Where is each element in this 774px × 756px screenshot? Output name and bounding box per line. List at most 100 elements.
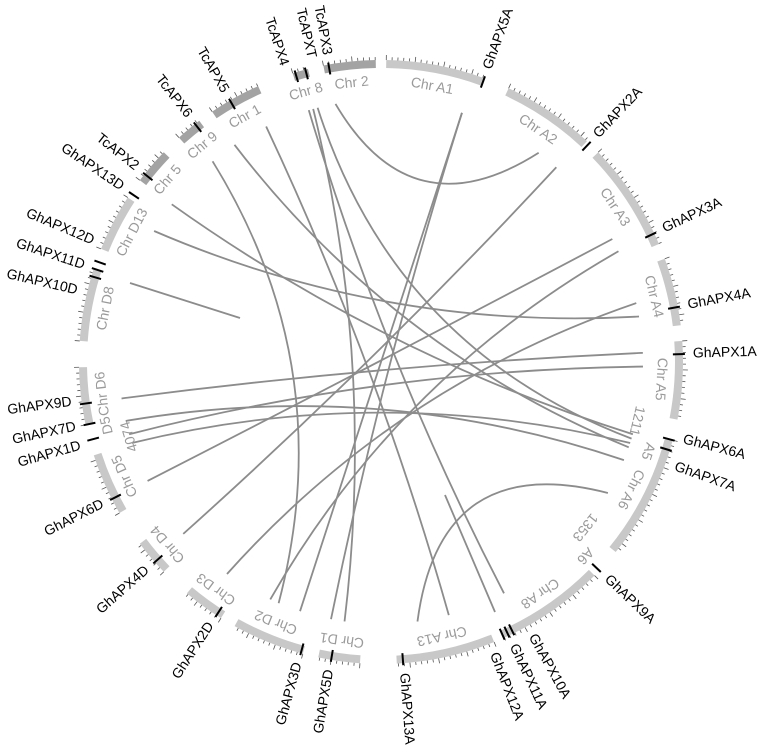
chromosome-band-chr-9	[178, 120, 205, 144]
gap-label: 4074	[116, 419, 140, 454]
tick-mark	[648, 219, 654, 223]
gene-label-tcapx4: TcAPX4	[262, 15, 293, 68]
tick-mark	[581, 587, 585, 590]
tick-mark	[148, 164, 151, 167]
chromosome-band-chr-2	[323, 60, 376, 74]
tick-mark	[628, 534, 632, 537]
gap-label: D5	[96, 415, 116, 436]
tick-mark	[194, 120, 198, 123]
tick-mark	[539, 618, 543, 622]
gene-label-ghapx9d: GhAPX9D	[6, 393, 72, 417]
tick-mark	[296, 652, 298, 656]
tick-mark	[96, 470, 100, 473]
tick-mark	[482, 646, 485, 650]
tick-mark	[580, 131, 585, 137]
tick-mark	[111, 502, 115, 505]
tick-mark	[181, 131, 184, 134]
tick-mark	[585, 137, 588, 140]
gene-label-ghapx7a: GhAPX7A	[673, 458, 739, 495]
synteny-link	[171, 203, 634, 436]
tick-mark	[635, 524, 639, 527]
tick-mark	[219, 102, 223, 106]
gene-label-ghapx3d: GhAPX3D	[272, 660, 305, 727]
tick-mark	[208, 107, 213, 112]
tick-mark	[677, 302, 681, 304]
tick-mark	[98, 476, 102, 479]
tick-mark	[449, 655, 452, 660]
chromosome-label: Chr D1	[319, 630, 365, 652]
gene-label-ghapx5d: GhAPX5D	[310, 668, 336, 734]
tick-mark	[632, 529, 635, 532]
tick-mark	[668, 268, 672, 271]
tick-mark	[153, 562, 157, 566]
tick-mark	[102, 236, 106, 239]
gap-label: 1353	[569, 511, 601, 545]
tick-mark	[140, 549, 145, 554]
gene-marker	[109, 493, 122, 501]
tick-mark	[432, 61, 434, 65]
tick-mark	[643, 210, 647, 213]
tick-mark	[190, 597, 193, 601]
tick-mark	[460, 67, 462, 71]
tick-mark	[81, 305, 85, 307]
tick-mark	[118, 205, 122, 208]
tick-mark	[246, 633, 249, 639]
gene-marker	[508, 624, 516, 636]
tick-mark	[449, 64, 451, 68]
gene-marker	[228, 98, 236, 110]
tick-mark	[82, 299, 86, 302]
gene-marker	[581, 141, 592, 152]
gap-label: A5	[638, 441, 659, 463]
tick-mark	[460, 653, 463, 657]
gene-marker	[401, 653, 405, 666]
tick-mark	[157, 567, 161, 570]
tick-mark	[256, 83, 259, 87]
gene-marker	[214, 606, 223, 618]
tick-mark	[81, 418, 85, 421]
tick-mark	[659, 478, 663, 481]
tick-mark	[241, 630, 244, 634]
tick-mark	[113, 215, 117, 218]
tick-mark	[625, 538, 629, 542]
tick-mark	[217, 617, 222, 623]
tick-mark	[185, 594, 189, 597]
tick-mark	[572, 594, 577, 600]
gene-marker	[667, 305, 681, 310]
tick-mark	[438, 658, 440, 664]
tick-mark	[646, 504, 650, 507]
chromosome-band-chr-d4	[139, 538, 170, 572]
tick-mark	[297, 68, 299, 72]
tick-mark	[279, 646, 282, 650]
tick-mark	[651, 226, 655, 229]
tick-mark	[641, 514, 645, 517]
chromosome-label: Chr 8	[287, 79, 324, 104]
synteny-links	[121, 103, 643, 622]
tick-mark	[630, 190, 634, 194]
tick-mark	[667, 456, 671, 459]
tick-mark	[528, 96, 532, 100]
tick-mark	[273, 644, 276, 650]
tick-mark	[78, 310, 84, 313]
tick-mark	[663, 467, 669, 470]
tick-mark	[601, 154, 605, 157]
chromosome-label: Chr 2	[334, 72, 370, 92]
tick-mark	[234, 92, 238, 97]
tick-mark	[548, 108, 552, 112]
tick-mark	[638, 519, 643, 523]
tick-mark	[549, 612, 554, 617]
tick-mark	[105, 231, 109, 234]
tick-mark	[245, 88, 248, 92]
gene-label-ghapx13a: GhAPX13A	[397, 672, 418, 745]
tick-mark	[322, 60, 324, 66]
tick-mark	[621, 543, 627, 548]
tick-mark	[477, 647, 480, 652]
tick-mark	[666, 262, 670, 265]
tick-mark	[290, 650, 293, 654]
tick-mark	[465, 69, 468, 73]
synteny-link	[233, 144, 630, 449]
gene-marker	[83, 421, 96, 427]
tick-mark	[670, 273, 674, 276]
tick-mark	[627, 185, 631, 189]
tick-mark	[301, 653, 304, 659]
